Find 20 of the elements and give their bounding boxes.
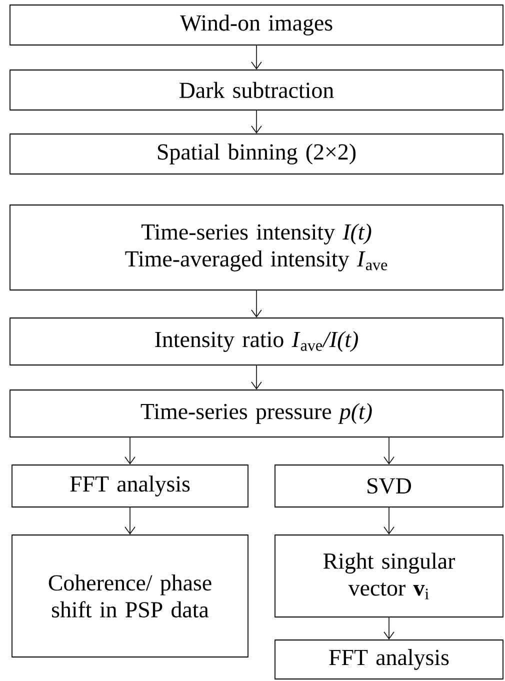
- arrow: [384, 437, 394, 465]
- arrow: [124, 437, 136, 465]
- process-box: Intensity ratio I$_{ave}$/I(t): [10, 318, 504, 366]
- arrow: [251, 290, 262, 318]
- arrow: [124, 507, 136, 535]
- process-box: Time-series pressure p(t): [10, 390, 504, 438]
- arrow: [251, 365, 262, 390]
- process-box: Time-series intensity I(t) Time-averaged intensity I$_{ave}$: [10, 204, 504, 290]
- process-box: Spatial binning (2×2): [10, 134, 504, 174]
- process-box: FFT analysis: [12, 464, 248, 508]
- process-box: Right singular vector v$_{i}$: [274, 534, 504, 618]
- process-box: FFT analysis: [274, 640, 504, 680]
- arrow: [384, 507, 394, 535]
- process-box: Wind-on images: [10, 4, 504, 46]
- arrow: [384, 617, 394, 640]
- process-box: SVD: [274, 464, 504, 508]
- arrow: [251, 110, 262, 134]
- arrow: [251, 45, 262, 70]
- process-box: Coherence/ phase shift in PSP data: [12, 534, 248, 658]
- process-box: Dark subtraction: [10, 70, 504, 110]
